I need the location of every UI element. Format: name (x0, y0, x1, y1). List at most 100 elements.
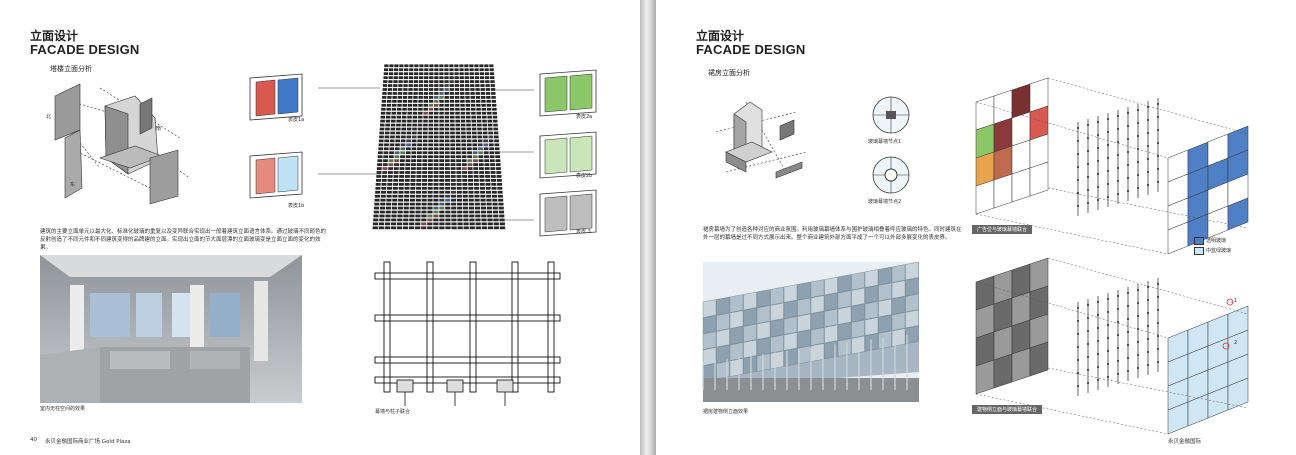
facade-cell (384, 135, 390, 139)
facade-cell (475, 96, 481, 99)
facade-cell (486, 99, 491, 103)
facade-cell (451, 218, 457, 222)
facade-cell (393, 84, 398, 87)
facade-cell (454, 64, 459, 68)
facade-cell (385, 115, 391, 119)
facade-cell (388, 155, 394, 159)
facade-cell (422, 143, 428, 147)
facade-cell (407, 107, 413, 111)
facade-cell (495, 151, 500, 155)
facade-cell (417, 147, 422, 151)
facade-cell (433, 222, 439, 226)
render-panel (891, 312, 906, 331)
facade-cell (433, 186, 439, 190)
facade-cell (464, 72, 469, 76)
facade-cell (480, 190, 486, 194)
rod-node (1147, 119, 1149, 121)
facade-cell (461, 151, 467, 155)
facade-cell (408, 72, 414, 76)
facade-cell (403, 88, 408, 91)
facade-cell (444, 163, 450, 166)
facade-cell (484, 72, 490, 76)
facade-cell (439, 115, 444, 119)
facade-cell (417, 135, 423, 139)
render-panel (783, 332, 798, 351)
facade-cell (372, 226, 378, 230)
facade-cell (489, 155, 495, 159)
render-panel (905, 293, 919, 313)
facade-cell (385, 206, 392, 210)
facade-cell (417, 127, 423, 131)
facade-cell (429, 68, 434, 72)
facade-cell (484, 155, 489, 159)
facade-cell (460, 96, 465, 99)
plan-caption: 幕墙与柱子联合 (375, 409, 411, 415)
facade-cell (408, 96, 413, 99)
facade-cell (386, 190, 392, 194)
facade-cell (388, 159, 394, 163)
facade-cell (449, 76, 454, 80)
facade-cell (386, 103, 392, 107)
facade-cell (404, 175, 410, 178)
facade-cell (489, 64, 494, 68)
render-panel (851, 319, 865, 339)
facade-cell (471, 119, 477, 123)
facade-cell (408, 92, 413, 95)
facade-cell (488, 139, 494, 143)
back-panel-cell (1227, 377, 1249, 411)
facade-cell (480, 92, 486, 95)
facade-cell (389, 64, 394, 68)
facade-cell (451, 222, 457, 226)
render-panel (716, 296, 730, 316)
facade-cell (421, 198, 427, 202)
facade-cell (459, 68, 464, 72)
facade-cell (418, 92, 423, 95)
section-label: 塔楼立面分析 (50, 65, 92, 73)
facade-cell (373, 214, 379, 218)
facade-cell (481, 111, 487, 115)
facade-cell (434, 99, 439, 103)
facade-cell (439, 96, 444, 99)
rod-node (1117, 347, 1119, 349)
facade-cell (456, 171, 462, 174)
rod-node (1087, 369, 1089, 371)
facade-cell (467, 155, 473, 159)
facade-cell (444, 167, 450, 170)
facade-cell (457, 202, 463, 206)
facade-cell (485, 175, 491, 178)
facade-cell (428, 147, 433, 151)
facade-cell (456, 163, 462, 166)
facade-cell (459, 80, 465, 83)
facade-panel (975, 179, 995, 215)
facade-cell (409, 214, 415, 218)
facade-cell (433, 182, 439, 186)
facade-cell (397, 210, 403, 214)
transom (374, 272, 561, 280)
facade-cell (491, 182, 497, 186)
facade-cell (439, 111, 444, 115)
render-panel (864, 317, 879, 336)
rod-node (1097, 186, 1099, 188)
rod-node (1127, 292, 1129, 294)
facade-cell (450, 151, 456, 155)
front-panel (975, 257, 1049, 395)
projection-line (1047, 257, 1249, 315)
facade-cell (475, 84, 480, 87)
facade-cell (467, 147, 472, 151)
rod-node (1087, 330, 1089, 332)
skin-option-1b-label: 表皮1b (288, 203, 305, 209)
render-panel (878, 266, 892, 286)
facade-cell (460, 107, 465, 111)
facade-cell (403, 76, 409, 80)
facade-cell (470, 96, 475, 99)
render-panel (891, 280, 906, 299)
rod-node (1157, 129, 1159, 131)
facade-cell (490, 84, 495, 87)
facade-cell (439, 210, 445, 214)
rod-node (1147, 325, 1149, 327)
facade-cell (403, 202, 409, 206)
facade-cell (498, 210, 505, 214)
facade-cell (401, 127, 407, 131)
facade-cell (499, 226, 506, 230)
facade-cell (378, 226, 384, 230)
